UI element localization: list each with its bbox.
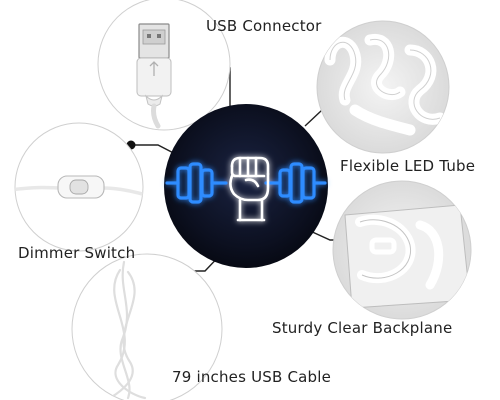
label-backplane: Sturdy Clear Backplane	[272, 319, 453, 337]
usb-connector-photo	[97, 0, 231, 131]
center-backdrop	[164, 104, 328, 268]
label-dimmer-switch: Dimmer Switch	[18, 244, 136, 262]
label-usb-connector: USB Connector	[206, 17, 322, 35]
center-neon-sign	[164, 104, 328, 268]
usb-cable-photo	[71, 253, 223, 400]
label-led-tube: Flexible LED Tube	[340, 157, 476, 175]
led-tube-photo	[316, 20, 450, 154]
backplane-photo	[332, 180, 472, 320]
dumbbell-fist-neon-icon	[165, 156, 327, 222]
label-usb-cable: 79 inches USB Cable	[172, 368, 332, 386]
dimmer-switch-photo	[14, 122, 144, 252]
